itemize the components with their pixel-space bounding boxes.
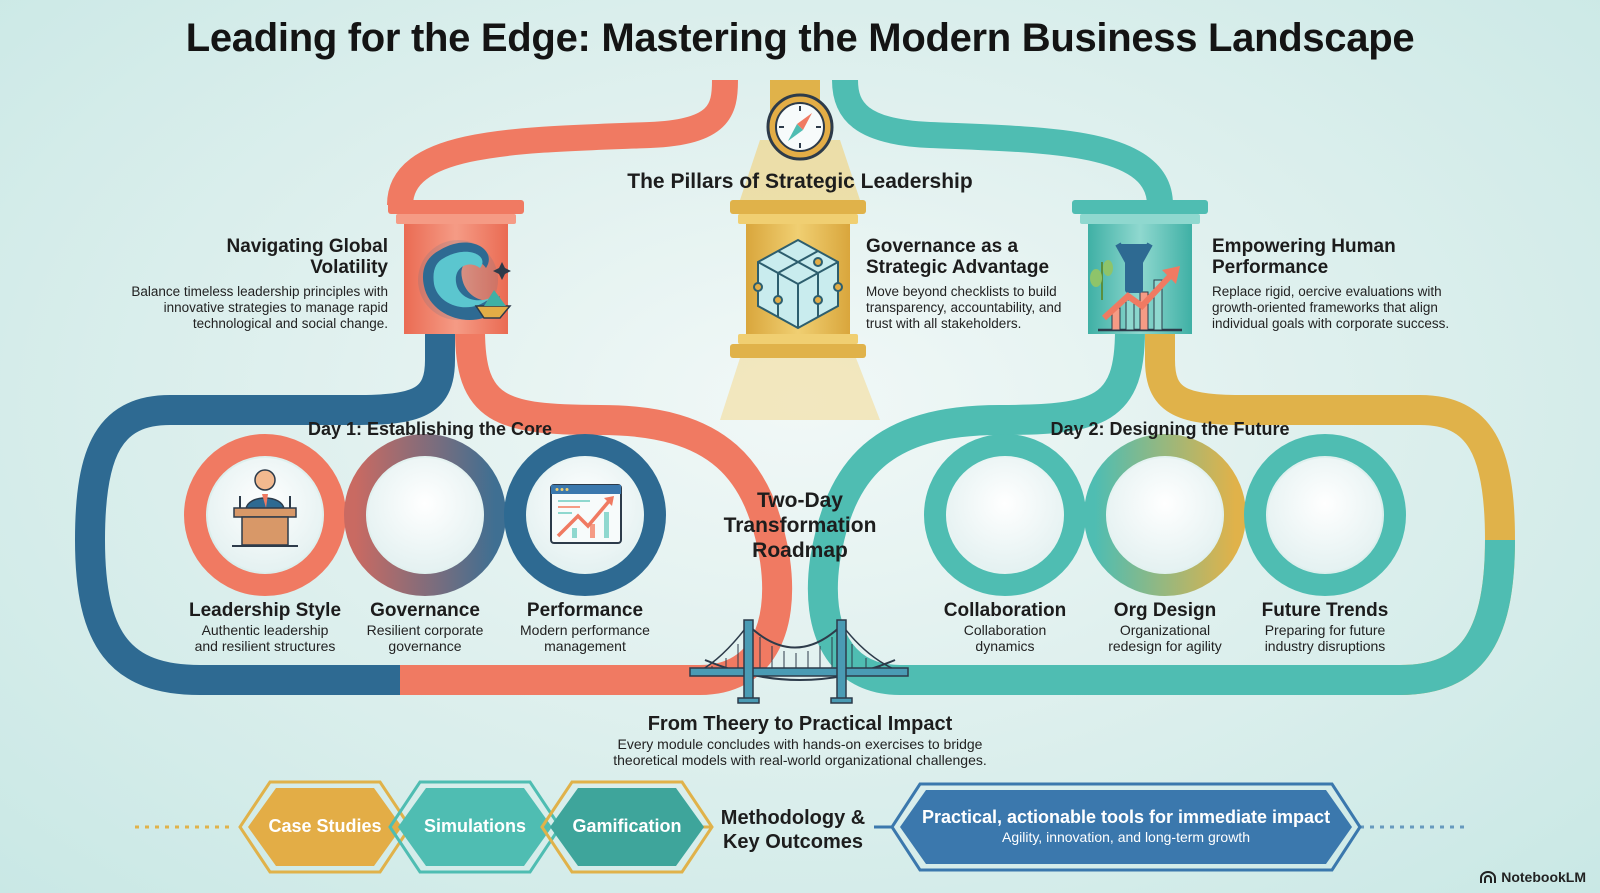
pillar-empowering-human-performance: Empowering Human Performance Replace rig… bbox=[1212, 236, 1492, 332]
outcome-banner-shape bbox=[890, 782, 1362, 872]
methodology-heading: Methodology & Key Outcomes bbox=[720, 807, 866, 853]
pillar-description: Replace rigid, oercive evaluations with … bbox=[1212, 284, 1450, 331]
impact-description: Every module concludes with hands-on exe… bbox=[613, 736, 987, 768]
growth-chart-person-icon bbox=[1090, 242, 1182, 332]
dashboard-chart-icon bbox=[550, 484, 622, 544]
method-simulations: Simulations bbox=[423, 816, 526, 836]
notebooklm-logo-icon bbox=[1480, 870, 1497, 883]
outcome-title: Practical, actionable tools for immediat… bbox=[921, 807, 1331, 827]
compass-icon bbox=[766, 93, 834, 161]
roadmap-center-label: Two-Day Transformation Roadmap bbox=[723, 489, 877, 562]
pillar-title: Navigating Global Volatility bbox=[226, 236, 388, 278]
pillar-title: Governance as a Strategic Advantage bbox=[866, 236, 1050, 278]
impact-heading: From Theery to Practical Impact bbox=[647, 713, 953, 735]
pillar-description: Balance timeless leadership principles w… bbox=[131, 284, 388, 331]
hexagon-gamification bbox=[540, 780, 714, 874]
pillar-governance-strategic-advantage: Governance as a Strategic Advantage Move… bbox=[866, 236, 1096, 332]
outcome-subtitle: Agility, innovation, and long-term growt… bbox=[1002, 829, 1250, 845]
module-performance: Performance Modern performance managemen… bbox=[520, 600, 650, 654]
pillar-navigating-global-volatility: Navigating Global Volatility Balance tim… bbox=[110, 236, 388, 332]
module-org-design: Org Design Organizational redesign for a… bbox=[1108, 600, 1222, 654]
day2-loops bbox=[924, 434, 1406, 596]
page-title: Leading for the Edge: Mastering the Mode… bbox=[185, 16, 1415, 60]
day1-heading: Day 1: Establishing the Core bbox=[307, 419, 553, 439]
pillar-title: Empowering Human Performance bbox=[1212, 236, 1396, 278]
method-case-studies: Case Studies bbox=[268, 816, 382, 836]
crystal-cube-icon bbox=[753, 238, 843, 330]
module-collaboration: Collaboration Collaboration dynamics bbox=[943, 600, 1067, 654]
module-future-trends: Future Trends Preparing for future indus… bbox=[1261, 600, 1389, 654]
bridge-icon bbox=[689, 619, 909, 704]
speaker-podium-icon bbox=[232, 469, 298, 547]
module-leadership-style: Leadership Style Authentic leadership an… bbox=[188, 600, 342, 654]
pillar-description: Move beyond checklists to build transpar… bbox=[866, 284, 1062, 331]
notebooklm-branding: NotebookLM bbox=[1480, 869, 1586, 885]
module-governance: Governance Resilient corporate governanc… bbox=[366, 600, 484, 654]
wave-icon bbox=[418, 240, 512, 320]
day2-heading: Day 2: Designing the Future bbox=[1050, 419, 1290, 439]
method-gamification: Gamification bbox=[572, 816, 682, 836]
outcome-banner: Practical, actionable tools for immediat… bbox=[900, 806, 1352, 846]
pillars-heading: The Pillars of Strategic Leadership bbox=[627, 170, 973, 193]
impact-section: From Theery to Practical Impact Every mo… bbox=[500, 712, 1100, 768]
